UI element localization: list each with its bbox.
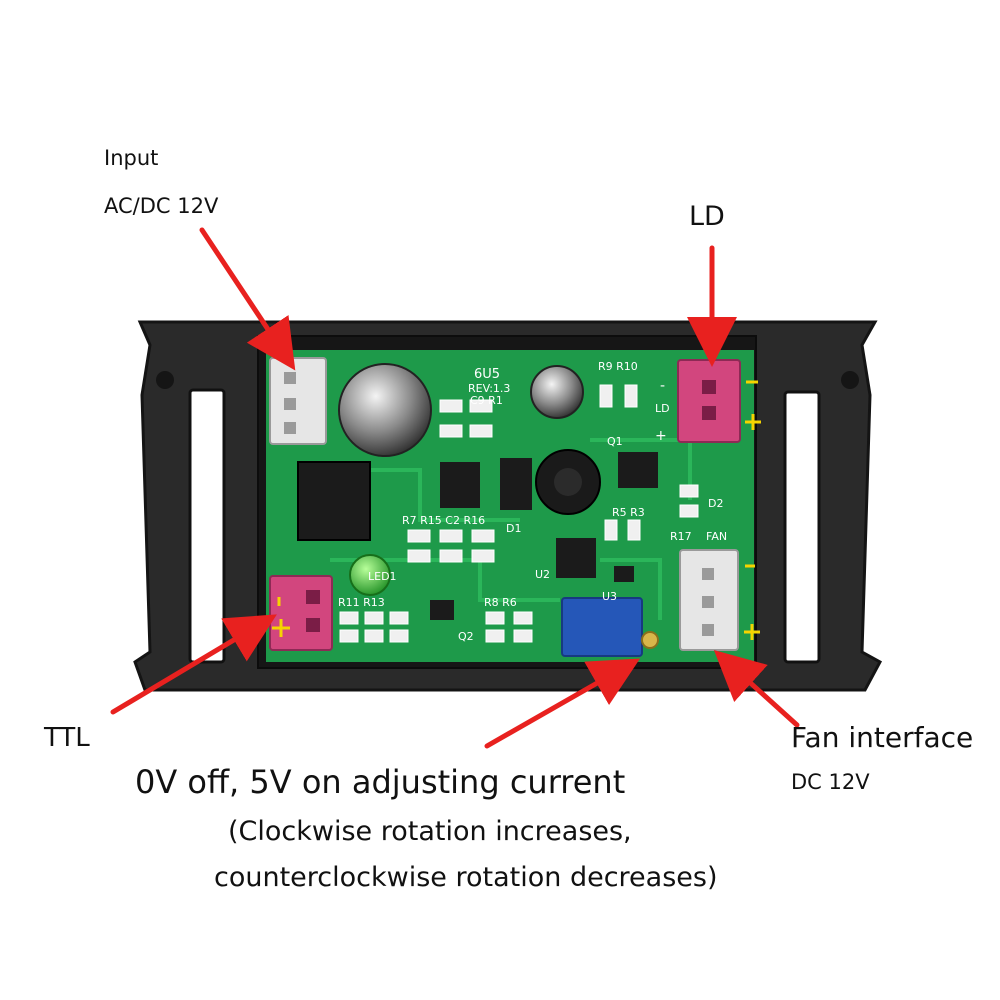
power-ic (297, 461, 371, 541)
transistor-q1 (618, 452, 658, 488)
driver-ic-u1 (440, 462, 480, 508)
ic-u2 (556, 538, 596, 578)
right-screw-hole (841, 371, 859, 389)
current-potentiometer (561, 597, 659, 657)
ld-connector (677, 359, 741, 443)
silk-led: LED1 (368, 570, 397, 583)
silk-r17: R17 (670, 530, 692, 543)
callout-arrows (110, 227, 800, 749)
ttl-label: TTL (44, 723, 90, 753)
silk-q1: Q1 (607, 435, 623, 448)
left-screw-hole (156, 371, 174, 389)
silk-minus: - (660, 378, 665, 394)
input-connector (269, 357, 327, 445)
silk-u2: U2 (535, 568, 550, 581)
right-mount-slot (783, 390, 821, 664)
silk-c9-r1: C9 R1 (470, 394, 503, 407)
silk-ld: LD (655, 402, 670, 415)
silk-r5-r3: R5 R3 (612, 506, 645, 519)
fan-connector (679, 549, 739, 651)
silk-fan: FAN (706, 530, 727, 543)
ttl-arrow (110, 614, 277, 715)
potentiometer-arrow (484, 658, 641, 749)
ttl-connector (269, 575, 333, 651)
silk-r9-r10: R9 R10 (598, 360, 638, 373)
polarity-marks (272, 380, 761, 640)
diode-d1 (500, 458, 532, 510)
silk-plus: + (655, 428, 667, 444)
status-led (349, 554, 391, 596)
silk-q2: Q2 (458, 630, 474, 643)
input-arrow (199, 227, 296, 371)
silk-d1: D1 (506, 522, 521, 535)
fan-interface-label: Fan interface (791, 721, 974, 754)
ic-u3 (614, 566, 634, 582)
silk-r7-r15: R7 R15 C2 R16 (402, 514, 485, 527)
potentiometer-description-line1: (Clockwise rotation increases, (228, 816, 632, 847)
silk-r8-r6: R8 R6 (484, 596, 517, 609)
ttl-description: 0V off, 5V on adjusting current (135, 763, 626, 801)
electrolytic-capacitor-small (530, 365, 584, 419)
input-label-title: Input (104, 146, 159, 170)
silk-revision: REV:1.3 (468, 382, 510, 395)
pcb (266, 350, 754, 662)
left-mount-slot (188, 388, 226, 664)
fan-spec-label: DC 12V (791, 770, 870, 794)
silk-u3: U3 (602, 590, 617, 603)
silk-d2: D2 (708, 497, 723, 510)
input-label-spec: AC/DC 12V (104, 194, 219, 218)
ld-label: LD (689, 201, 725, 232)
electrolytic-capacitor-large (338, 363, 432, 457)
silk-r11-r13: R11 R13 (338, 596, 385, 609)
silkscreen: 6U5 REV:1.3 C9 R1 R9 R10 LD Q1 R7 R15 C2… (338, 360, 727, 643)
transistor-q2 (430, 600, 454, 620)
fan-arrow (713, 649, 800, 728)
potentiometer-description-line2: counterclockwise rotation decreases) (214, 862, 718, 893)
silk-version: 6U5 (474, 367, 500, 382)
